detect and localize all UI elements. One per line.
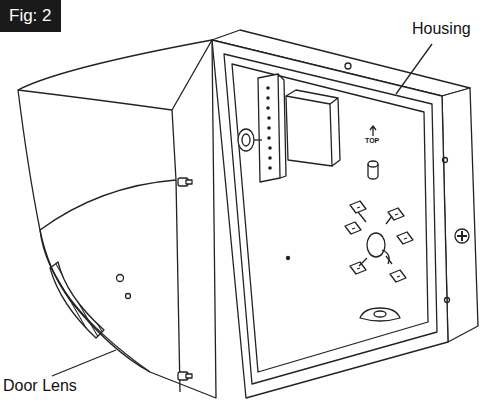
part-label: Housing	[412, 20, 471, 38]
leader-line	[396, 44, 432, 94]
door-lens	[18, 40, 216, 398]
part-label: Door Lens	[3, 377, 77, 395]
keyhole-tabs	[345, 201, 413, 282]
housing	[212, 30, 478, 398]
leader-line	[52, 350, 116, 376]
orientation-mark: TOP	[365, 137, 379, 144]
figure-tag: Fig: 2	[0, 0, 61, 32]
figure-number: Fig: 2	[9, 6, 52, 26]
